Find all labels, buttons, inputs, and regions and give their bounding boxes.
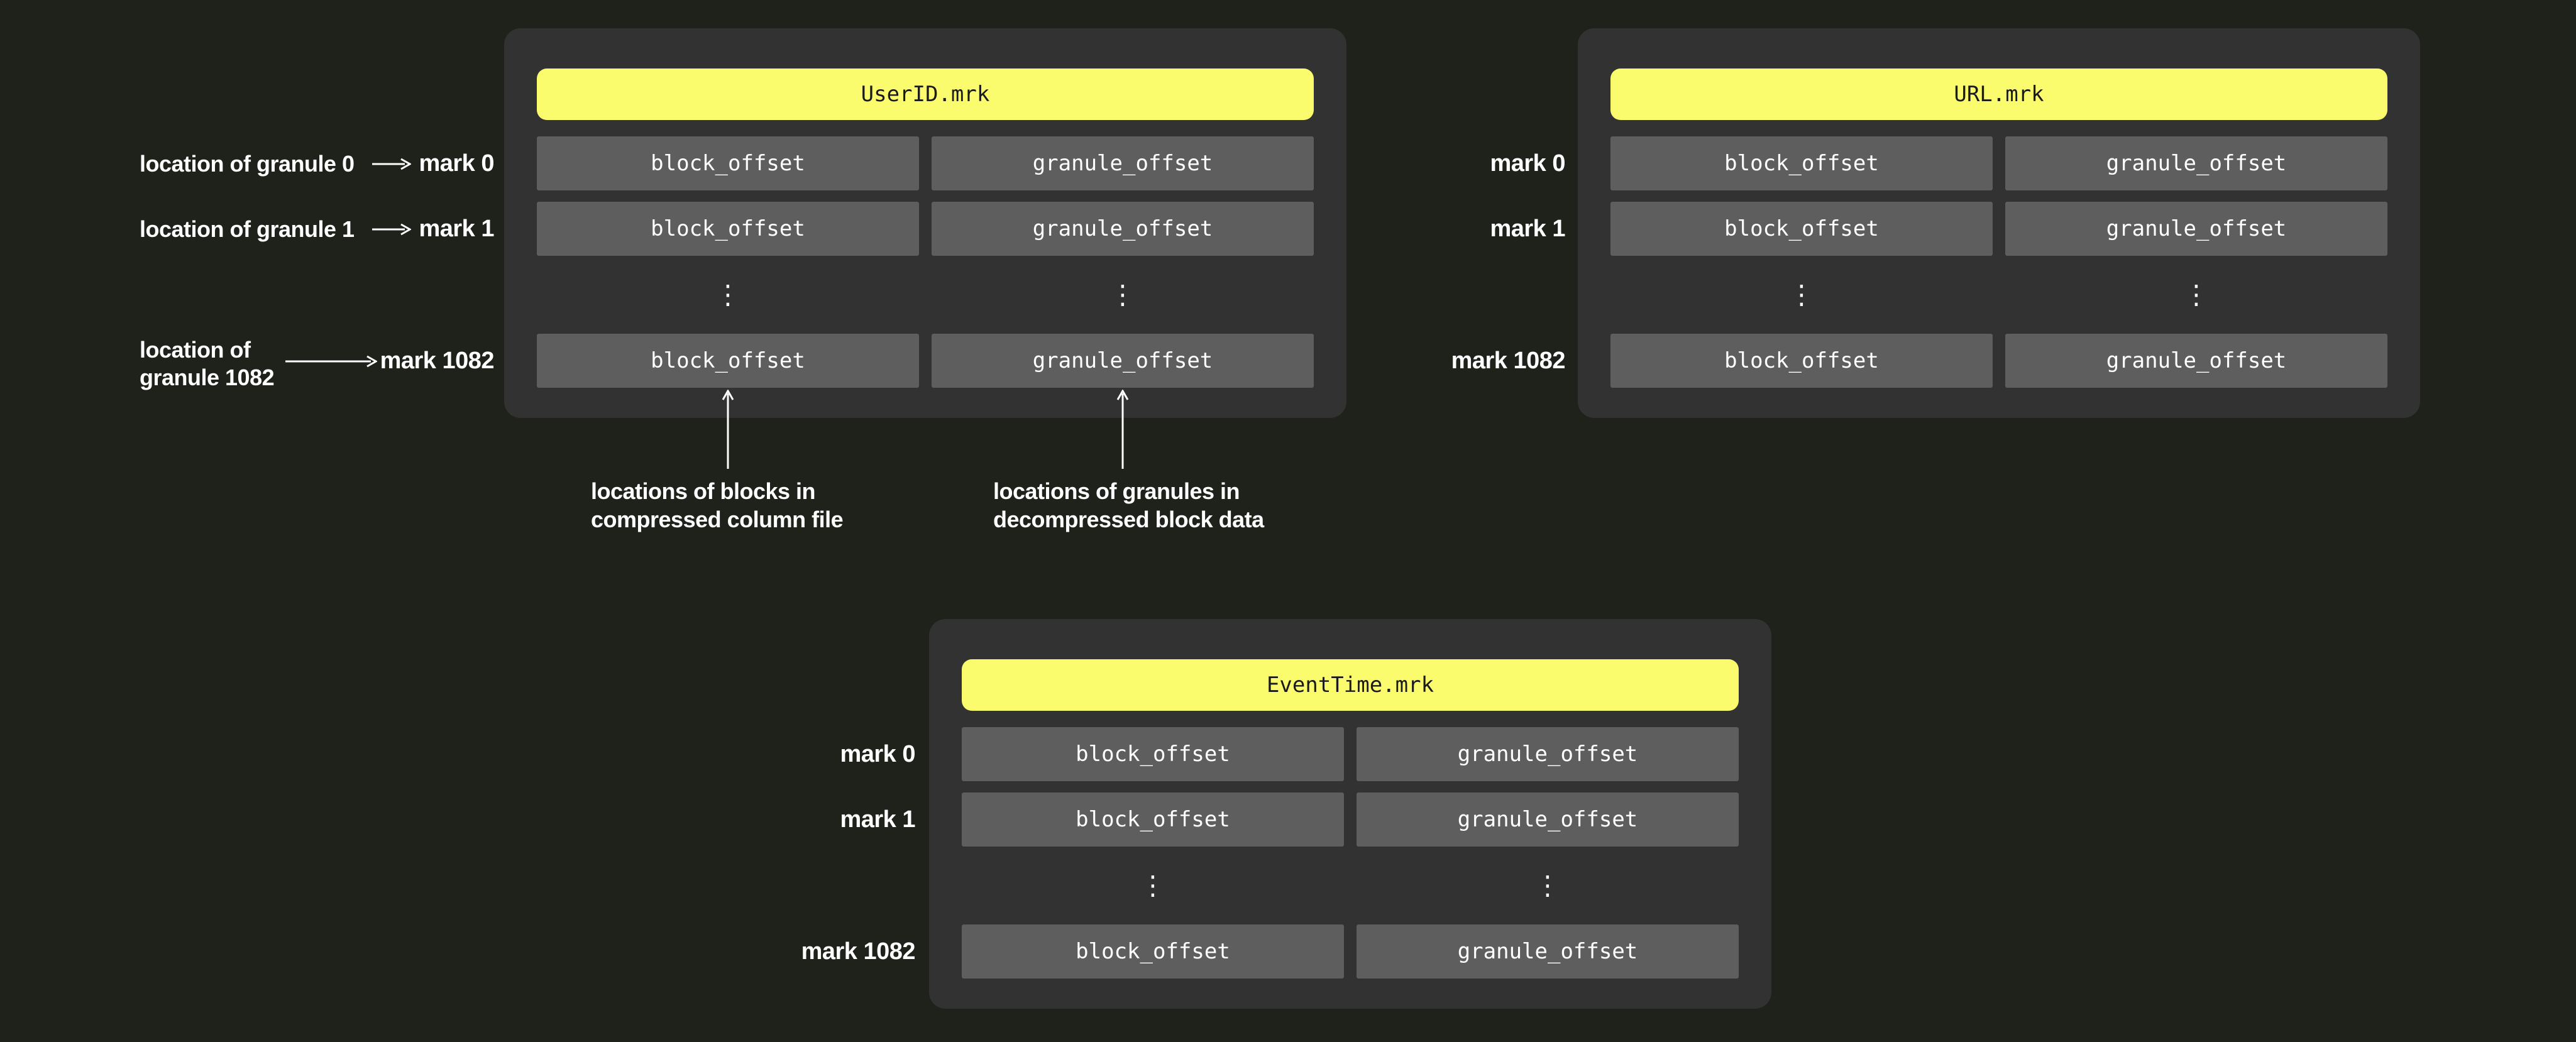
userid-row-mark1: block_offset granule_offset bbox=[537, 202, 1314, 256]
userid-granule-ellipsis: ⋮ bbox=[1109, 279, 1136, 310]
eventtime-mark1-granule-offset-cell: granule_offset bbox=[1357, 792, 1739, 847]
right-arrow-icon bbox=[285, 355, 377, 368]
url-row-mark0: block_offset granule_offset bbox=[1610, 136, 2387, 190]
userid-mark1082-block-offset-cell: block_offset bbox=[537, 334, 919, 388]
eventtime-mark1082-block-offset-cell: block_offset bbox=[962, 924, 1344, 979]
url-mark1082-granule-offset-cell: granule_offset bbox=[2005, 334, 2387, 388]
annotation-block-offset-line2: compressed column file bbox=[591, 507, 844, 532]
panel-eventtime-mrk: EventTime.mrk block_offset granule_offse… bbox=[929, 619, 1771, 1009]
eventtime-mark0-label: mark 0 bbox=[840, 741, 915, 767]
right-arrow-icon bbox=[372, 158, 411, 170]
userid-mark1082-granule-offset-cell: granule_offset bbox=[932, 334, 1314, 388]
eventtime-ellipsis-row: ⋮ ⋮ bbox=[962, 847, 1739, 924]
eventtime-mark1-block-offset-cell: block_offset bbox=[962, 792, 1344, 847]
eventtime-granule-ellipsis: ⋮ bbox=[1534, 870, 1561, 901]
annotation-granule-offset-line1: locations of granules in bbox=[993, 478, 1240, 504]
panel-userid-mrk: UserID.mrk block_offset granule_offset b… bbox=[504, 28, 1346, 418]
url-row-mark1082: block_offset granule_offset bbox=[1610, 334, 2387, 388]
annotation-location-granule-1082-line1: location of bbox=[140, 337, 251, 363]
eventtime-mark0-granule-offset-cell: granule_offset bbox=[1357, 727, 1739, 781]
url-mark0-block-offset-cell: block_offset bbox=[1610, 136, 1993, 190]
userid-block-ellipsis: ⋮ bbox=[715, 279, 741, 310]
annotation-location-granule-1082: location of granule 1082 bbox=[140, 336, 275, 392]
annotation-block-offset-meaning: locations of blocks in compressed column… bbox=[591, 477, 844, 534]
url-mrk-header: URL.mrk bbox=[1610, 69, 2387, 120]
userid-mark1082-label: mark 1082 bbox=[380, 348, 495, 374]
userid-mark1-label: mark 1 bbox=[419, 216, 494, 242]
eventtime-mark1-label: mark 1 bbox=[840, 806, 915, 833]
url-mark0-label: mark 0 bbox=[1490, 150, 1565, 177]
userid-mark0-granule-offset-cell: granule_offset bbox=[932, 136, 1314, 190]
url-ellipsis-row: ⋮ ⋮ bbox=[1610, 256, 2387, 334]
url-mark1082-block-offset-cell: block_offset bbox=[1610, 334, 1993, 388]
annotation-location-granule-0: location of granule 0 bbox=[140, 151, 355, 177]
panel-url-mrk: URL.mrk block_offset granule_offset bloc… bbox=[1578, 28, 2420, 418]
annotation-granule-offset-meaning: locations of granules in decompressed bl… bbox=[993, 477, 1264, 534]
annotation-location-granule-1082-line2: granule 1082 bbox=[140, 365, 275, 390]
userid-row-mark0: block_offset granule_offset bbox=[537, 136, 1314, 190]
eventtime-mark0-block-offset-cell: block_offset bbox=[962, 727, 1344, 781]
annotation-location-granule-1: location of granule 1 bbox=[140, 216, 355, 242]
eventtime-mrk-header: EventTime.mrk bbox=[962, 659, 1739, 711]
url-block-ellipsis: ⋮ bbox=[1788, 279, 1815, 310]
annotation-block-offset-line1: locations of blocks in bbox=[591, 478, 816, 504]
url-mark0-granule-offset-cell: granule_offset bbox=[2005, 136, 2387, 190]
userid-mark1-block-offset-cell: block_offset bbox=[537, 202, 919, 256]
userid-mark0-block-offset-cell: block_offset bbox=[537, 136, 919, 190]
userid-mrk-header: UserID.mrk bbox=[537, 69, 1314, 120]
eventtime-row-mark0: block_offset granule_offset bbox=[962, 727, 1739, 781]
url-mark1-label: mark 1 bbox=[1490, 216, 1565, 242]
eventtime-row-mark1: block_offset granule_offset bbox=[962, 792, 1739, 847]
annotation-granule-offset-line2: decompressed block data bbox=[993, 507, 1264, 532]
up-arrow-icon bbox=[722, 390, 734, 469]
userid-mark1-granule-offset-cell: granule_offset bbox=[932, 202, 1314, 256]
userid-ellipsis-row: ⋮ ⋮ bbox=[537, 256, 1314, 334]
url-mark1082-label: mark 1082 bbox=[1451, 348, 1566, 374]
userid-row-mark1082: block_offset granule_offset bbox=[537, 334, 1314, 388]
url-granule-ellipsis: ⋮ bbox=[2183, 279, 2210, 310]
eventtime-block-ellipsis: ⋮ bbox=[1140, 870, 1166, 901]
eventtime-mark1082-label: mark 1082 bbox=[801, 938, 916, 965]
eventtime-mark1082-granule-offset-cell: granule_offset bbox=[1357, 924, 1739, 979]
up-arrow-icon bbox=[1116, 390, 1129, 469]
right-arrow-icon bbox=[372, 223, 411, 236]
url-mark1-granule-offset-cell: granule_offset bbox=[2005, 202, 2387, 256]
userid-mark0-label: mark 0 bbox=[419, 150, 494, 177]
url-mark1-block-offset-cell: block_offset bbox=[1610, 202, 1993, 256]
eventtime-row-mark1082: block_offset granule_offset bbox=[962, 924, 1739, 979]
url-row-mark1: block_offset granule_offset bbox=[1610, 202, 2387, 256]
